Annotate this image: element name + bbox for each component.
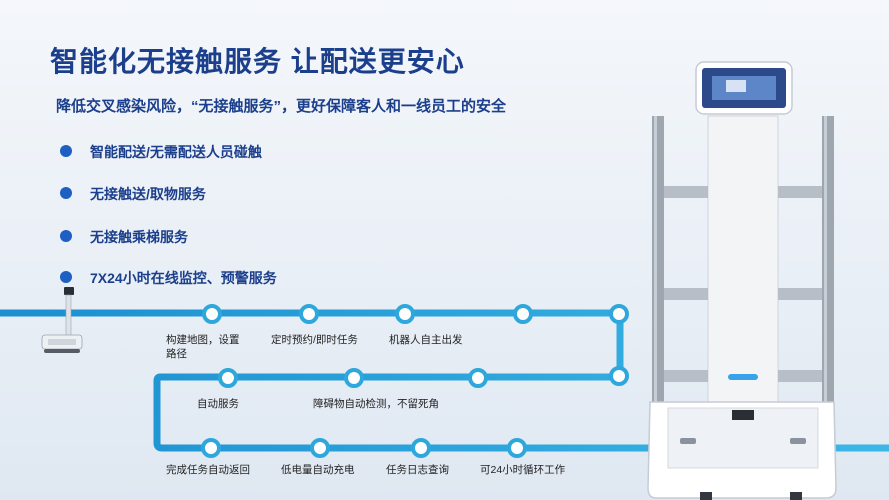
flow-step-label: 低电量自动充电 — [281, 464, 355, 476]
flow-step-label: 任务日志查询 — [386, 464, 449, 476]
kiosk-robot-icon — [41, 287, 83, 353]
bullet-text: 7X24小时在线监控、预警服务 — [90, 270, 277, 286]
flow-node — [344, 368, 364, 388]
flow-node — [507, 438, 527, 458]
flow-node — [395, 304, 415, 324]
delivery-robot-icon — [647, 61, 837, 500]
flow-step-label: 完成任务自动返回 — [166, 464, 250, 476]
bullet-dot-icon — [60, 230, 72, 242]
flow-node — [609, 304, 629, 324]
flow-step-label: 机器人自主出发 — [389, 334, 463, 346]
flow-step-label: 障碍物自动检测，不留死角 — [313, 398, 439, 410]
flow-node — [609, 366, 629, 386]
bullet-text: 智能配送/无需配送人员碰触 — [90, 144, 262, 160]
flow-node — [299, 304, 319, 324]
bullet-dot-icon — [60, 271, 72, 283]
bullet-dot-icon — [60, 187, 72, 199]
flow-step-label: 定时预约/即时任务 — [271, 334, 358, 346]
bullet-text: 无接触乘梯服务 — [90, 229, 188, 245]
flow-node — [218, 368, 238, 388]
flow-node — [513, 304, 533, 324]
page-title: 智能化无接触服务 让配送更安心 — [50, 46, 465, 77]
flow-node — [411, 438, 431, 458]
bullet-dot-icon — [60, 145, 72, 157]
flow-step-label: 构建地图，设置路径 — [166, 334, 240, 360]
page-subtitle: 降低交叉感染风险，“无接触服务”，更好保障客人和一线员工的安全 — [56, 98, 507, 115]
flow-step-label: 自动服务 — [197, 398, 239, 410]
flow-node — [468, 368, 488, 388]
flow-step-label: 可24小时循环工作 — [480, 464, 566, 476]
bullet-text: 无接触送/取物服务 — [90, 186, 206, 202]
flow-node — [310, 438, 330, 458]
flow-node — [202, 304, 222, 324]
flow-node — [201, 438, 221, 458]
